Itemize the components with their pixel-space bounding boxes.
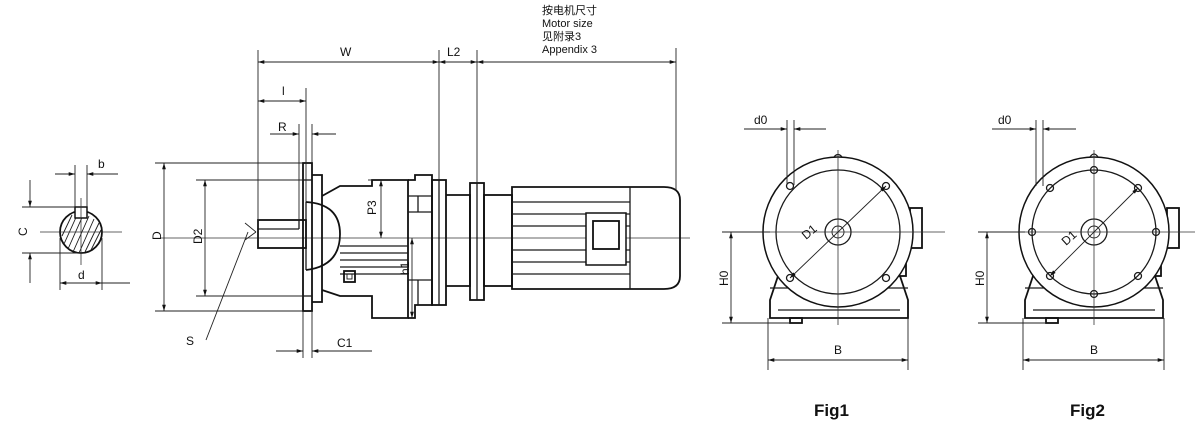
fig1-foot	[789, 317, 803, 324]
dim-label-l2: L2	[447, 45, 461, 59]
coupling-housing	[446, 194, 471, 287]
output-flange	[302, 162, 313, 312]
fig2-dim-label-d0: d0	[998, 113, 1012, 127]
motor-note-en-1: Motor size	[542, 18, 593, 30]
motor-note-en-2: Appendix 3	[542, 44, 597, 56]
dim-label-l: l	[282, 84, 285, 98]
gearbox-housing	[321, 179, 409, 319]
fig2-foot	[1045, 317, 1059, 324]
fig2-caption: Fig2	[1070, 401, 1105, 420]
dim-label-b: b	[98, 157, 105, 171]
fig1-caption: Fig1	[814, 401, 849, 420]
dim-label-d2: D2	[191, 228, 205, 244]
gear-motor-side-view: W L2 按电机尺寸 Motor size 见附录3 Appendix 3 l …	[150, 3, 690, 358]
dim-label-p3: P3	[365, 200, 379, 215]
dim-label-w: W	[340, 45, 352, 59]
dim-label-d: d	[78, 268, 85, 282]
dim-label-d-flange: D	[150, 231, 164, 240]
dim-label-c1: C1	[337, 336, 353, 350]
fig2-dim-label-b: B	[1090, 343, 1098, 357]
fig2-end-view: D1 d0 H0 B Fig2	[973, 113, 1195, 420]
fig1-dim-label-d0: d0	[754, 113, 768, 127]
flange-spigot	[312, 174, 323, 303]
motor-note-cn-1: 按电机尺寸	[542, 3, 597, 17]
dim-label-c: C	[16, 227, 30, 236]
dim-label-h1: h1	[398, 261, 412, 275]
dim-label-s: S	[186, 334, 194, 348]
motor-adapter	[483, 194, 513, 287]
dim-label-r: R	[278, 120, 287, 134]
shaft-section-view: b C d	[16, 157, 130, 290]
fig1-end-view: D1 d0 H0 B Fig1	[717, 113, 945, 420]
shaft-bearing-dome	[305, 201, 341, 271]
terminal-box-cover	[592, 220, 620, 250]
motor-body	[511, 186, 681, 290]
fig1-dim-label-b: B	[834, 343, 842, 357]
motor-note-cn-2: 见附录3	[542, 29, 581, 43]
drain-plug	[343, 270, 356, 283]
fig1-dim-label-h0: H0	[717, 270, 731, 286]
fig2-dim-label-h0: H0	[973, 270, 987, 286]
